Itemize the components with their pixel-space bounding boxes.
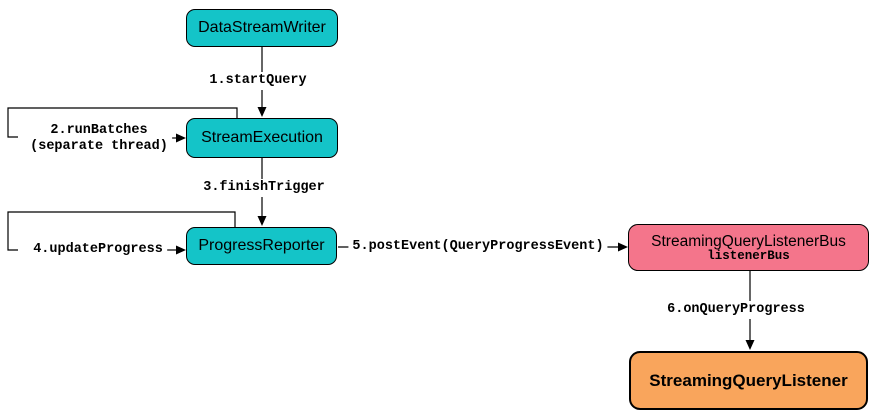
edge-update-progress-loop-line	[7, 211, 236, 251]
edge-label-start-query: 1.startQuery	[205, 72, 311, 90]
edge-label-run-batches-line2: (separate thread)	[30, 139, 168, 154]
node-streaming-query-listener-bus-title: StreamingQueryListenerBus	[651, 232, 846, 250]
edge-label-update-progress: 4.updateProgress	[29, 241, 167, 259]
edge-finish-trigger-arrowhead-icon	[257, 216, 267, 226]
node-progress-reporter: ProgressReporter	[186, 227, 337, 265]
edge-label-finish-trigger: 3.finishTrigger	[199, 179, 329, 197]
node-data-stream-writer-label: DataStreamWriter	[198, 19, 326, 36]
edge-update-progress-arrowhead-icon	[176, 245, 186, 255]
node-streaming-query-listener: StreamingQueryListener	[629, 351, 868, 410]
edge-label-post-event: 5.postEvent(QueryProgressEvent)	[348, 238, 608, 256]
edge-on-query-progress-arrowhead-icon	[745, 340, 755, 350]
edge-run-batches-loop-line	[7, 107, 238, 138]
node-stream-execution: StreamExecution	[186, 118, 338, 158]
node-streaming-query-listener-bus: StreamingQueryListenerBus listenerBus	[628, 224, 869, 271]
node-streaming-query-listener-bus-subtitle: listenerBus	[707, 248, 790, 263]
edge-start-query-arrowhead-icon	[257, 107, 267, 117]
edge-label-on-query-progress: 6.onQueryProgress	[663, 301, 809, 319]
edge-run-batches-arrowhead-icon	[176, 133, 186, 143]
node-streaming-query-listener-label: StreamingQueryListener	[649, 370, 848, 390]
node-progress-reporter-label: ProgressReporter	[198, 237, 325, 254]
node-data-stream-writer: DataStreamWriter	[186, 9, 338, 47]
edge-label-run-batches: 2.runBatches (separate thread)	[26, 122, 172, 156]
node-stream-execution-label: StreamExecution	[201, 129, 323, 146]
edge-post-event-arrowhead-icon	[618, 242, 628, 252]
edge-label-run-batches-line1: 2.runBatches	[50, 123, 148, 138]
